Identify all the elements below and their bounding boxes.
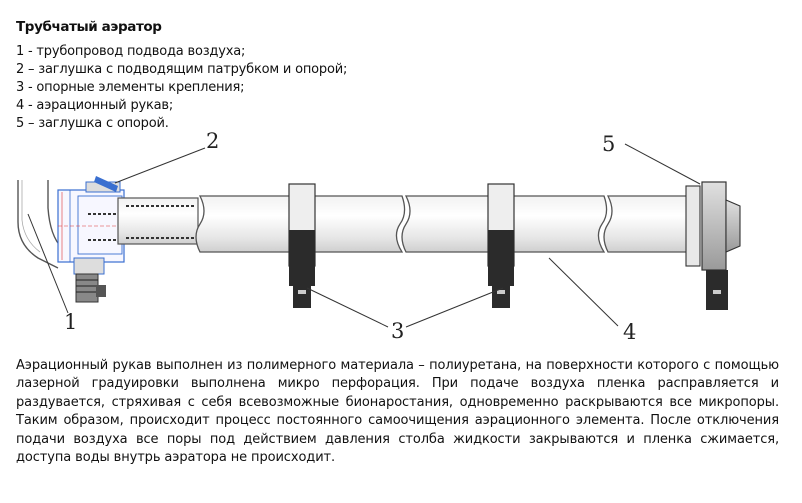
legend-item-4: 4 - аэрационный рукав;	[16, 98, 174, 113]
legend-item-1: 1 - трубопровод подвода воздуха;	[16, 44, 246, 59]
aerator-diagram: 1 2 3 4 5	[17, 129, 741, 344]
callout-1: 1	[64, 310, 77, 334]
callout-3: 3	[391, 319, 404, 343]
support-clamp-2	[487, 183, 515, 308]
callout-5: 5	[602, 132, 615, 156]
aeration-sleeve	[195, 195, 689, 253]
perforated-tube	[88, 197, 199, 245]
legend-item-3: 3 - опорные элементы крепления;	[16, 80, 245, 95]
legend-list: 1 - трубопровод подвода воздуха; 2 – заг…	[16, 43, 347, 133]
description-text: Аэрационный рукав выполнен из полимерног…	[16, 358, 779, 466]
air-supply-pipe	[17, 180, 63, 269]
support-clamp-1	[288, 183, 316, 308]
callout-2: 2	[206, 129, 219, 153]
page-title: Трубчатый аэратор	[16, 19, 162, 35]
legend-item-5: 5 – заглушка с опорой.	[16, 116, 169, 131]
legend-item-2: 2 – заглушка с подводящим патрубком и оп…	[16, 62, 348, 77]
callout-4: 4	[623, 320, 636, 344]
end-cap-with-support	[685, 181, 741, 310]
